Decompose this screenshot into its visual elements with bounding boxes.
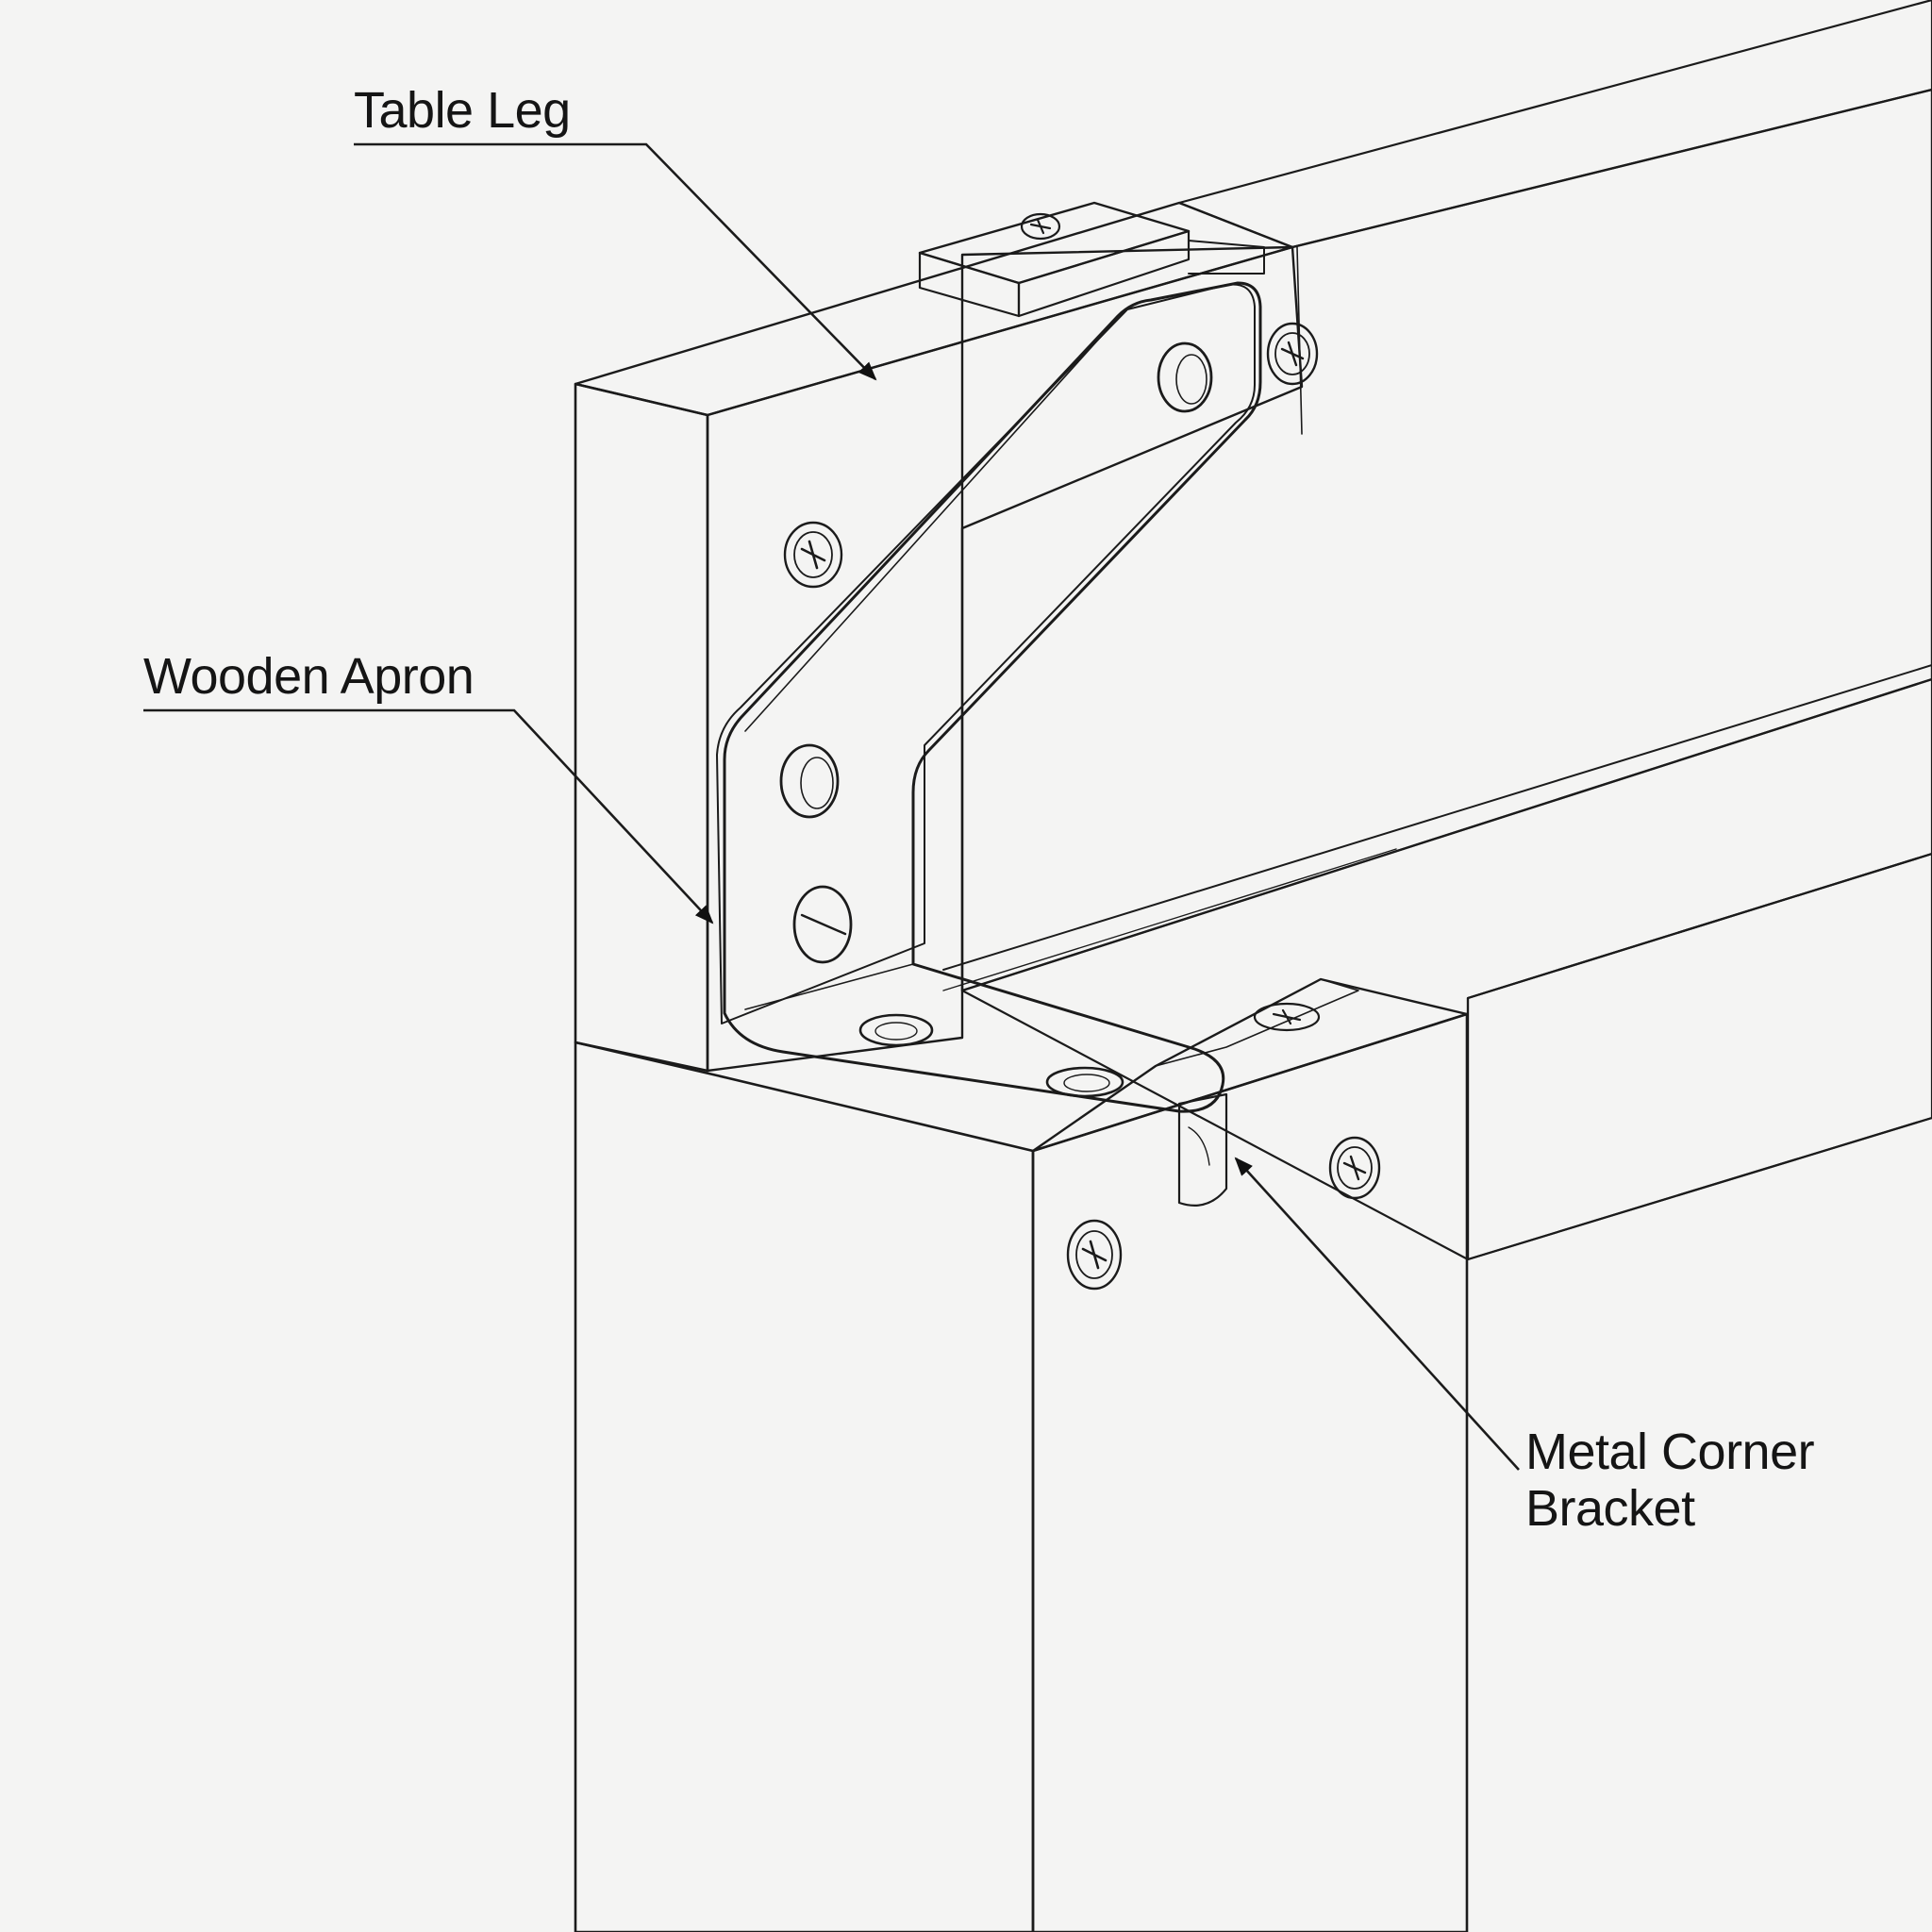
screw-icon [1066,1219,1123,1291]
bracket-hole [1157,341,1213,413]
screw-icon [1020,212,1061,241]
leader-wooden-apron [143,708,714,924]
wooden-apron-board [574,201,1304,1073]
bracket-hole [858,1013,934,1047]
screw-icon [783,521,843,589]
bracket-hole [1045,1066,1124,1098]
screw-icon [1266,322,1319,386]
label-metal-corner-bracket-line1: Metal Corner [1525,1424,1815,1480]
label-table-leg: Table Leg [354,82,571,139]
label-metal-corner-bracket-line2: Bracket [1525,1480,1695,1537]
metal-corner-bracket [716,281,1262,1207]
table-leg [574,977,1469,1932]
bracket-slot [792,885,853,964]
rear-apron-beam [942,0,1932,1261]
top-clip-block [918,201,1303,435]
screw-icon [1328,1136,1381,1200]
label-wooden-apron: Wooden Apron [143,648,474,705]
bracket-hole [779,743,840,819]
leader-table-leg [354,142,877,381]
screw-icon [1253,1002,1321,1032]
leader-metal-corner-bracket [1234,1157,1520,1471]
